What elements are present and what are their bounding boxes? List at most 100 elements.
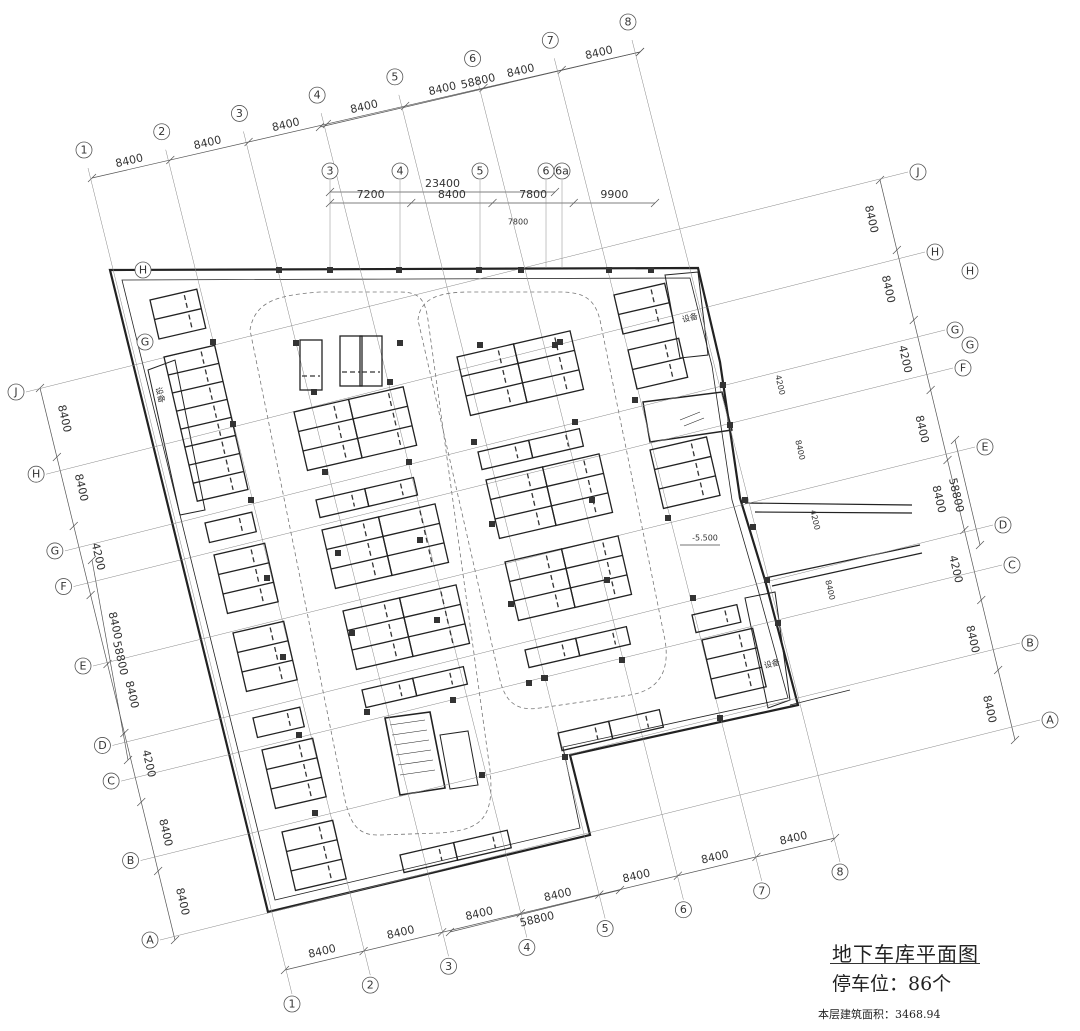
stall-outline xyxy=(347,386,418,459)
tick xyxy=(170,935,180,945)
stall-block xyxy=(347,386,418,459)
axis-label: 3 xyxy=(236,107,243,120)
stall-block xyxy=(299,339,323,391)
structural-column xyxy=(364,709,370,715)
stall-outline xyxy=(377,503,450,577)
parking-stall xyxy=(583,460,588,475)
top-total-text: 58800 xyxy=(460,71,497,92)
parking-stall xyxy=(444,610,450,625)
structural-column xyxy=(690,595,696,601)
grid-lines xyxy=(25,39,1041,995)
tick xyxy=(926,385,935,395)
axis-label: A xyxy=(146,934,154,947)
parking-stall xyxy=(307,783,312,798)
stall-outline xyxy=(452,829,513,861)
left-axis-D: D xyxy=(94,737,111,754)
stall-divider xyxy=(382,522,440,538)
parking-stall xyxy=(255,568,260,583)
axis-label: H xyxy=(966,265,974,278)
axis-label: E xyxy=(80,660,87,673)
axis-bubble xyxy=(909,163,927,181)
bottom-axis-4: 4 xyxy=(518,939,536,956)
tick xyxy=(244,137,253,147)
axis-label: 4 xyxy=(314,89,321,102)
structural-column xyxy=(434,617,440,623)
stall-divider xyxy=(517,349,575,365)
structural-column xyxy=(349,630,355,636)
parking-stall xyxy=(449,630,454,645)
axis-bubble xyxy=(619,13,637,31)
inner-axis-2: 5 xyxy=(471,162,489,180)
axis-bubble xyxy=(1041,711,1059,729)
left-axis-J: J xyxy=(7,383,25,401)
equipment-label-top-right: 设备 xyxy=(681,311,699,324)
tick xyxy=(479,83,488,93)
tick xyxy=(315,122,325,132)
stall-divider xyxy=(176,398,228,412)
parking-stall xyxy=(392,643,398,658)
axis-bubble xyxy=(553,162,571,180)
stall-block xyxy=(204,511,258,544)
parking-stall xyxy=(611,581,616,596)
axis-bubble xyxy=(94,737,111,754)
parking-stall xyxy=(333,405,338,420)
stall-divider xyxy=(218,562,270,576)
stall-outline xyxy=(315,487,370,519)
bottom-bays-line xyxy=(284,837,836,971)
axis-bubble xyxy=(753,882,771,900)
stall-outline xyxy=(701,627,767,700)
parking-stall xyxy=(337,425,343,440)
right-axis-A: A xyxy=(1041,711,1059,729)
left-bays-text: 8400 xyxy=(106,610,125,640)
right-axis-J: J xyxy=(909,163,927,181)
row-grid-line xyxy=(159,719,1041,941)
top-bays-text: 8400 xyxy=(271,115,301,134)
parking-stall xyxy=(371,562,377,577)
parking-stall xyxy=(695,462,700,477)
stall-outline xyxy=(574,625,632,657)
tick xyxy=(137,797,146,807)
tick xyxy=(752,852,761,862)
axis-label: B xyxy=(127,854,135,867)
left-bays-text: 8400 xyxy=(72,472,91,502)
parking-stall xyxy=(398,684,403,697)
inner-axis-1: 4 xyxy=(391,162,409,180)
axis-bubble xyxy=(153,123,171,141)
axis-bubble xyxy=(308,86,326,104)
axis-bubble xyxy=(1003,556,1021,574)
parking-stall xyxy=(383,604,389,619)
parking-stall xyxy=(396,432,402,447)
axis-bubble xyxy=(283,995,301,1013)
tick xyxy=(875,175,885,185)
parking-stall xyxy=(217,423,222,436)
structural-column xyxy=(764,577,770,583)
right-axis-D: D xyxy=(994,516,1012,534)
column-grid-line xyxy=(87,167,293,995)
right-inner-dim: 8400 xyxy=(823,579,836,601)
structural-column xyxy=(648,267,654,273)
axis-label: 8 xyxy=(625,16,632,29)
tick xyxy=(35,383,45,393)
stall-divider xyxy=(290,858,342,872)
axis-bubble xyxy=(7,383,25,401)
structural-column xyxy=(720,382,726,388)
tick xyxy=(993,665,1003,675)
axis-label: F xyxy=(60,580,66,593)
axis-bubble xyxy=(946,321,964,339)
column-grid-line xyxy=(243,131,449,957)
stall-outline xyxy=(560,535,633,609)
structural-column xyxy=(417,537,423,543)
structural-column xyxy=(508,601,514,607)
axis-label: 8 xyxy=(837,866,844,879)
axis-bubble xyxy=(596,920,614,937)
right-axis-G: G xyxy=(946,321,964,339)
stall-outline xyxy=(363,476,419,508)
stall-divider xyxy=(618,302,670,316)
stall-block xyxy=(541,453,614,527)
tick xyxy=(650,198,660,208)
stall-block xyxy=(339,335,363,387)
tick xyxy=(892,245,902,255)
tick xyxy=(615,885,625,895)
stall-divider xyxy=(188,452,240,466)
inner-right-axis-G: G xyxy=(961,336,979,354)
